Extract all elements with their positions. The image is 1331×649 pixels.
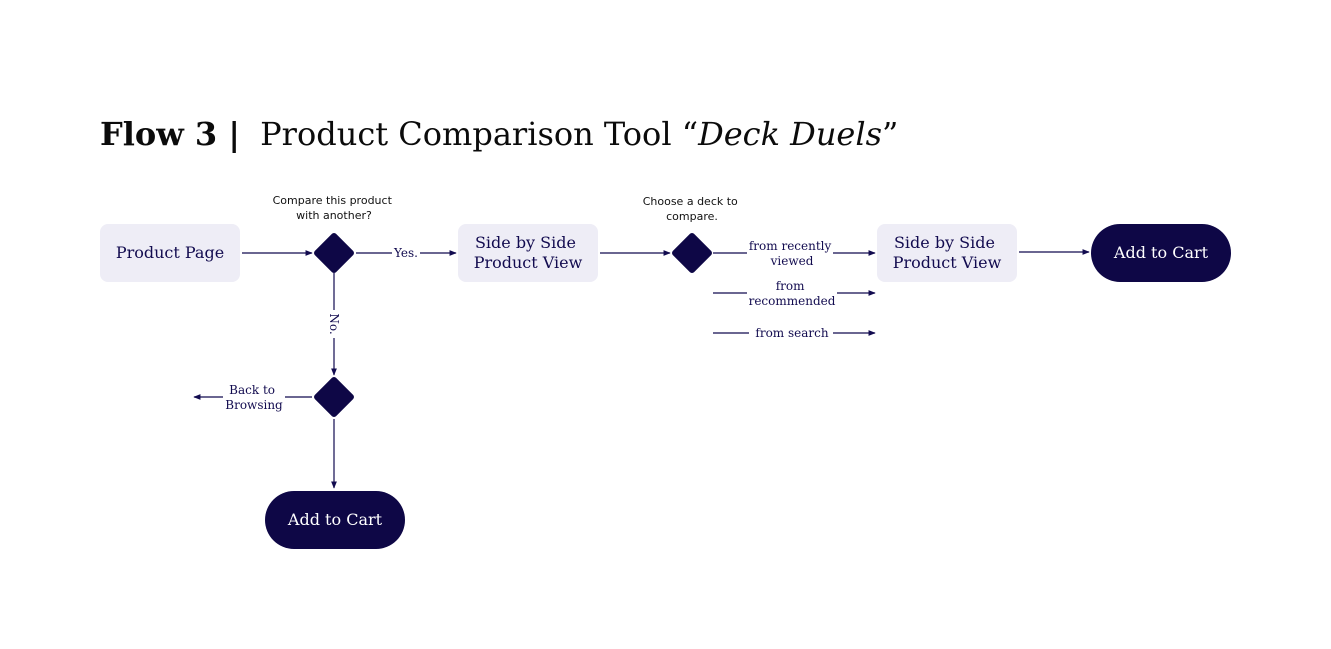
- question-choose-line-1: Choose a deck to: [643, 195, 738, 208]
- question-compare-line-2: with another?: [296, 209, 372, 222]
- decision-diamond-choose: [672, 233, 712, 273]
- side-by-side-box-1: [458, 224, 598, 282]
- title-end: ”: [882, 115, 898, 153]
- side-by-side-label-1: Side by Side Product View: [474, 233, 583, 272]
- edge-label-search: from search: [755, 326, 828, 340]
- edge-label-back-line-1: Back to: [229, 383, 275, 397]
- edge-label-recommended-line-1: from: [776, 279, 805, 293]
- edge-label-recent-line-1: from recently: [749, 239, 832, 253]
- side-by-side-1-line-2: Product View: [474, 253, 583, 272]
- question-choose: Choose a deck to compare.: [643, 195, 742, 223]
- edge-label-back: Back to Browsing: [225, 383, 283, 412]
- side-by-side-2-line-1: Side by Side: [894, 233, 995, 252]
- add-to-cart-pill-right: [1091, 224, 1231, 282]
- decision-diamond-compare: [314, 233, 354, 273]
- title-main: Product Comparison Tool “: [260, 115, 698, 153]
- edge-label-recent: from recently viewed: [749, 239, 835, 268]
- side-by-side-2-line-2: Product View: [893, 253, 1002, 272]
- side-by-side-1-line-1: Side by Side: [475, 233, 576, 252]
- product-page-box: [100, 224, 240, 282]
- add-to-cart-pill-bottom: [265, 491, 405, 549]
- side-by-side-label-2: Side by Side Product View: [893, 233, 1002, 272]
- edge-label-back-line-2: Browsing: [225, 398, 283, 412]
- edge-label-recommended: from recommended: [749, 279, 836, 308]
- side-by-side-box-2: [877, 224, 1017, 282]
- title-italic: Deck Duels: [697, 115, 882, 153]
- question-compare: Compare this product with another?: [273, 194, 396, 222]
- diagram-title: Flow 3 | Product Comparison Tool “Deck D…: [100, 115, 898, 153]
- add-to-cart-label-bottom: Add to Cart: [287, 510, 383, 529]
- question-compare-line-1: Compare this product: [273, 194, 393, 207]
- edge-label-recommended-line-2: recommended: [749, 294, 836, 308]
- edge-label-yes: Yes.: [393, 246, 418, 260]
- question-choose-line-2: compare.: [666, 210, 718, 223]
- title-bold: Flow 3 |: [100, 115, 240, 153]
- add-to-cart-label-right: Add to Cart: [1113, 243, 1209, 262]
- edge-label-recent-line-2: viewed: [770, 254, 814, 268]
- product-page-label: Product Page: [116, 243, 224, 262]
- decision-diamond-back: [314, 377, 354, 417]
- edge-label-no: No.: [327, 313, 341, 334]
